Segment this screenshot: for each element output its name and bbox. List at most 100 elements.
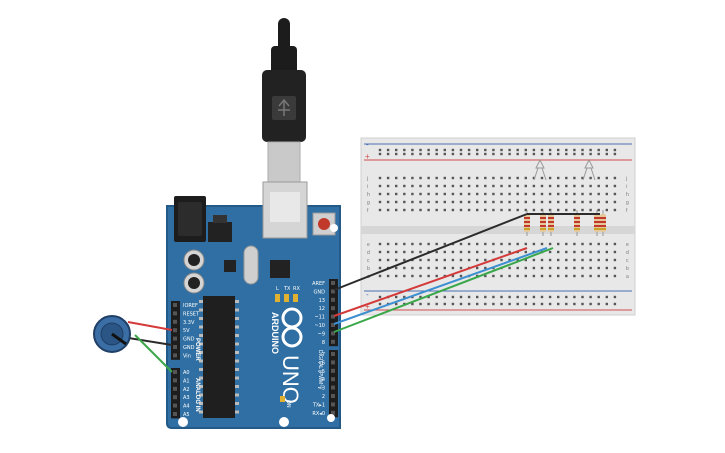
terminal-hole[interactable] (597, 266, 600, 270)
terminal-hole[interactable] (605, 208, 608, 212)
terminal-hole[interactable] (443, 200, 446, 204)
terminal-hole[interactable] (516, 274, 519, 278)
terminal-hole[interactable] (589, 208, 592, 212)
header-pin[interactable] (173, 303, 177, 307)
terminal-hole[interactable] (573, 274, 576, 278)
terminal-hole[interactable] (581, 258, 584, 262)
rail-hole[interactable] (419, 148, 422, 152)
rail-hole[interactable] (459, 152, 463, 156)
terminal-hole[interactable] (411, 250, 414, 254)
terminal-hole[interactable] (484, 274, 487, 278)
terminal-hole[interactable] (508, 184, 511, 188)
resistors[interactable] (524, 210, 606, 236)
terminal-hole[interactable] (476, 208, 479, 212)
terminal-hole[interactable] (516, 184, 519, 188)
terminal-hole[interactable] (411, 192, 414, 196)
rail-hole[interactable] (573, 148, 576, 152)
terminal-hole[interactable] (524, 258, 527, 262)
rail-hole[interactable] (386, 148, 390, 152)
rail-hole[interactable] (459, 295, 463, 299)
terminal-hole[interactable] (557, 266, 560, 270)
rail-hole[interactable] (467, 148, 471, 152)
rail-hole[interactable] (557, 295, 560, 299)
terminal-hole[interactable] (524, 192, 527, 196)
terminal-hole[interactable] (403, 208, 406, 212)
terminal-hole[interactable] (427, 274, 430, 278)
rail-hole[interactable] (451, 302, 455, 306)
terminal-hole[interactable] (516, 266, 519, 270)
rail-hole[interactable] (540, 152, 544, 156)
terminal-hole[interactable] (565, 192, 568, 196)
rail-hole[interactable] (573, 152, 576, 156)
rail-hole[interactable] (613, 302, 617, 306)
terminal-hole[interactable] (524, 266, 527, 270)
rail-hole[interactable] (532, 148, 536, 152)
terminal-hole[interactable] (557, 200, 560, 204)
rail-hole[interactable] (548, 295, 552, 299)
rail-hole[interactable] (419, 302, 422, 306)
terminal-hole[interactable] (597, 192, 600, 196)
terminal-hole[interactable] (492, 208, 495, 212)
terminal-hole[interactable] (476, 200, 479, 204)
led-2[interactable] (582, 158, 596, 181)
terminal-hole[interactable] (395, 184, 398, 188)
header-pin[interactable] (331, 331, 335, 336)
terminal-hole[interactable] (573, 200, 576, 204)
terminal-hole[interactable] (597, 250, 600, 254)
terminal-hole[interactable] (484, 250, 487, 254)
terminal-hole[interactable] (411, 266, 414, 270)
header-pin[interactable] (173, 345, 177, 349)
terminal-hole[interactable] (532, 176, 536, 180)
rail-hole[interactable] (516, 295, 519, 299)
terminal-hole[interactable] (419, 208, 422, 212)
rail-hole[interactable] (476, 295, 479, 299)
wire-red-5v[interactable] (127, 321, 173, 331)
terminal-hole[interactable] (540, 192, 544, 196)
header-pin[interactable] (173, 386, 177, 391)
terminal-hole[interactable] (403, 274, 406, 278)
terminal-hole[interactable] (435, 176, 438, 180)
terminal-hole[interactable] (492, 192, 495, 196)
terminal-hole[interactable] (403, 184, 406, 188)
terminal-hole[interactable] (565, 266, 568, 270)
terminal-hole[interactable] (459, 200, 463, 204)
terminal-hole[interactable] (459, 208, 463, 212)
terminal-hole[interactable] (427, 184, 430, 188)
terminal-hole[interactable] (605, 184, 608, 188)
terminal-hole[interactable] (500, 184, 503, 188)
rail-hole[interactable] (467, 295, 471, 299)
terminal-hole[interactable] (427, 258, 430, 262)
terminal-hole[interactable] (500, 250, 503, 254)
terminal-hole[interactable] (419, 192, 422, 196)
terminal-hole[interactable] (516, 258, 519, 262)
terminal-hole[interactable] (524, 184, 527, 188)
rail-hole[interactable] (589, 302, 592, 306)
terminal-hole[interactable] (613, 184, 617, 188)
terminal-hole[interactable] (540, 274, 544, 278)
rail-hole[interactable] (589, 148, 592, 152)
terminal-hole[interactable] (419, 258, 422, 262)
terminal-hole[interactable] (386, 184, 390, 188)
rail-hole[interactable] (508, 148, 511, 152)
terminal-hole[interactable] (476, 250, 479, 254)
rail-hole[interactable] (605, 295, 608, 299)
rail-hole[interactable] (581, 148, 584, 152)
terminal-hole[interactable] (484, 200, 487, 204)
terminal-hole[interactable] (451, 266, 455, 270)
terminal-hole[interactable] (532, 192, 536, 196)
rail-hole[interactable] (467, 152, 471, 156)
terminal-hole[interactable] (435, 242, 438, 246)
header-pin[interactable] (331, 385, 335, 390)
rail-hole[interactable] (411, 152, 414, 156)
terminal-hole[interactable] (540, 242, 544, 246)
terminal-hole[interactable] (435, 184, 438, 188)
terminal-hole[interactable] (548, 250, 552, 254)
terminal-hole[interactable] (451, 274, 455, 278)
terminal-hole[interactable] (459, 266, 463, 270)
terminal-hole[interactable] (395, 266, 398, 270)
terminal-hole[interactable] (613, 266, 617, 270)
rail-hole[interactable] (557, 152, 560, 156)
terminal-hole[interactable] (411, 200, 414, 204)
terminal-hole[interactable] (484, 176, 487, 180)
